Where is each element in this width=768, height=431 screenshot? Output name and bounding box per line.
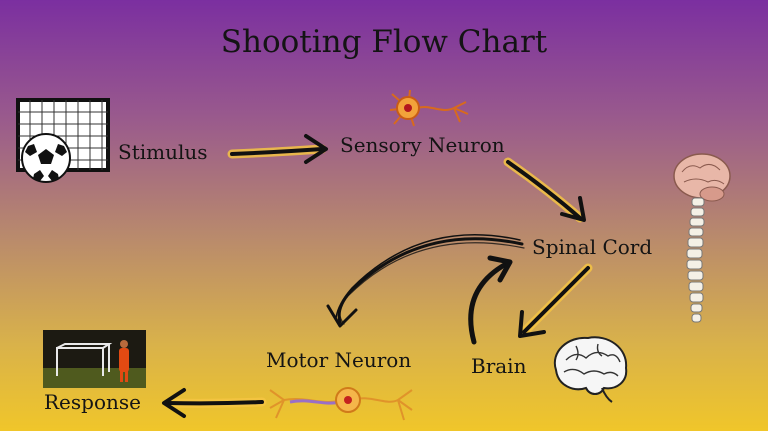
- chart-title: Shooting Flow Chart: [220, 24, 548, 60]
- arrow-spinal-to-brain: [518, 263, 593, 338]
- node-motor-neuron: Motor Neuron: [266, 348, 412, 372]
- arrow-brain-to-spinal: [468, 255, 513, 345]
- arrow-spinal-to-motor: [326, 234, 525, 328]
- node-sensory-neuron: Sensory Neuron: [340, 133, 505, 157]
- arrow-motor-to-response: [162, 388, 267, 418]
- spine-brain-icon: [673, 153, 731, 323]
- node-response: Response: [44, 390, 141, 414]
- neuron-icon: [269, 387, 413, 421]
- arrow-stimulus-to-sensory: [227, 134, 328, 164]
- soccer-ball-icon: [21, 133, 71, 183]
- neuron-icon: [389, 89, 469, 127]
- node-stimulus: Stimulus: [118, 140, 208, 164]
- node-brain: Brain: [471, 354, 527, 378]
- brain-icon: [553, 336, 628, 403]
- penalty-kick-photo: [43, 330, 146, 388]
- node-spinal-cord: Spinal Cord: [532, 235, 653, 259]
- arrow-sensory-to-spinal: [503, 157, 586, 223]
